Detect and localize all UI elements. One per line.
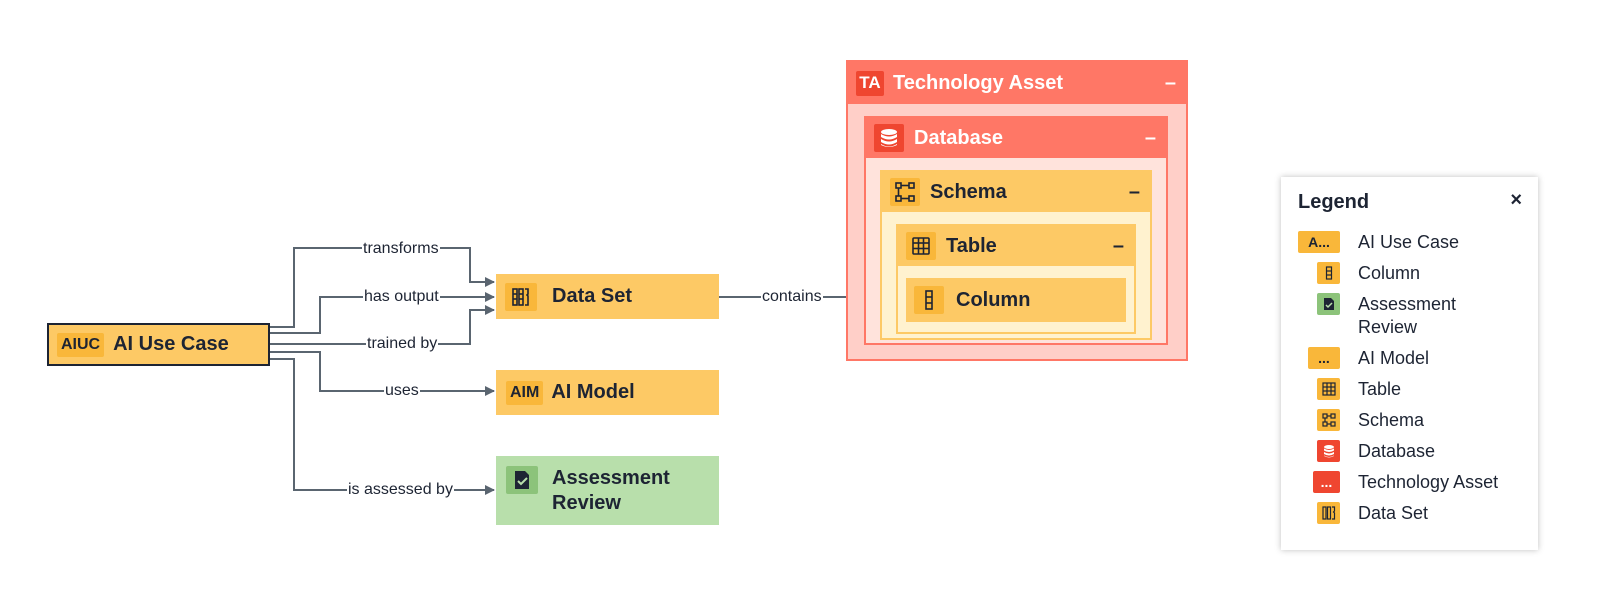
edge-label-transforms: transforms [362, 240, 440, 258]
edge-label-trained-by: trained by [366, 335, 439, 353]
schema-icon [890, 178, 920, 206]
legend-label: AI Use Case [1358, 232, 1460, 252]
legend-label: Schema [1358, 410, 1425, 430]
legend-item-assessment-review: Assessment Review [1281, 293, 1468, 339]
ai-use-case-badge: AIUC [57, 332, 105, 357]
legend-label: Table [1358, 379, 1402, 399]
legend-item-ai-use-case: A... AI Use Case [1281, 231, 1459, 254]
table-collapse-button[interactable]: – [1112, 235, 1124, 257]
legend-item-database: Database [1281, 440, 1435, 463]
ai-model-badge-legend: ... [1308, 347, 1340, 369]
legend-panel: Legend × A... AI Use Case Column Assessm… [1281, 177, 1538, 550]
column-node[interactable]: Column [906, 278, 1126, 322]
assessment-check-icon [506, 466, 538, 494]
technology-asset-collapse-button[interactable]: – [1164, 72, 1176, 94]
schema-label: Schema [930, 180, 1007, 203]
ai-model-label: AI Model [551, 381, 635, 403]
database-icon [1317, 440, 1340, 462]
database-icon [874, 124, 904, 152]
edge-label-is-assessed-by: is assessed by [347, 481, 454, 499]
column-icon [1317, 262, 1340, 284]
legend-close-button[interactable]: × [1510, 189, 1522, 211]
schema-icon [1317, 409, 1340, 431]
legend-label: Data Set [1358, 503, 1429, 523]
technology-asset-group: TA Technology Asset – Database – Schema … [846, 60, 1188, 361]
assessment-review-node[interactable]: Assessment Review [496, 456, 719, 525]
legend-label: Technology Asset [1358, 472, 1499, 492]
database-collapse-button[interactable]: – [1144, 127, 1156, 149]
legend-label: Assessment Review [1358, 294, 1457, 337]
assessment-review-label-line2: Review [552, 492, 621, 514]
data-set-node[interactable]: Data Set [496, 274, 719, 319]
assessment-check-icon [1317, 293, 1340, 315]
ai-model-node[interactable]: AIM AI Model [496, 370, 719, 415]
database-group: Database – Schema – Table – [864, 116, 1168, 345]
schema-header[interactable]: Schema – [882, 172, 1150, 212]
legend-item-technology-asset: ... Technology Asset [1281, 471, 1498, 494]
ai-use-case-badge-legend: A... [1298, 231, 1340, 253]
legend-label: Column [1358, 263, 1421, 283]
column-label: Column [956, 288, 1031, 311]
edge-label-uses: uses [384, 382, 420, 400]
legend-label: Database [1358, 441, 1436, 461]
technology-asset-label: Technology Asset [893, 71, 1064, 94]
ai-use-case-node[interactable]: AIUC AI Use Case [47, 323, 270, 366]
technology-asset-badge: TA [856, 70, 884, 96]
legend-item-ai-model: ... AI Model [1281, 347, 1429, 370]
edge-label-contains: contains [761, 288, 823, 306]
legend-item-column: Column [1281, 262, 1420, 285]
legend-item-data-set: Data Set [1281, 502, 1428, 525]
column-icon [914, 286, 944, 314]
table-header[interactable]: Table – [898, 226, 1134, 266]
ai-use-case-label: AI Use Case [113, 333, 229, 355]
database-label: Database [914, 126, 1003, 149]
assessment-review-label-line1: Assessment [552, 467, 670, 489]
ai-model-badge: AIM [506, 380, 544, 405]
data-set-label: Data Set [552, 285, 633, 307]
technology-asset-badge-legend: ... [1313, 471, 1340, 493]
table-grid-icon [1317, 378, 1340, 400]
schema-group: Schema – Table – Column [880, 170, 1152, 340]
legend-item-table: Table [1281, 378, 1401, 401]
edge-uses [268, 351, 495, 396]
legend-label: AI Model [1358, 348, 1430, 368]
legend-item-schema: Schema [1281, 409, 1424, 432]
legend-title: Legend [1298, 191, 1370, 213]
table-group: Table – Column [896, 224, 1136, 334]
table-grid-icon [906, 232, 936, 260]
database-header[interactable]: Database – [866, 118, 1166, 158]
schema-collapse-button[interactable]: – [1128, 181, 1140, 203]
edge-is-assessed-by [268, 358, 495, 495]
dataset-icon [1317, 502, 1340, 524]
edge-label-has-output: has output [363, 288, 440, 306]
table-label: Table [946, 234, 997, 257]
technology-asset-header[interactable]: TA Technology Asset – [848, 62, 1186, 104]
dataset-icon [505, 282, 537, 311]
